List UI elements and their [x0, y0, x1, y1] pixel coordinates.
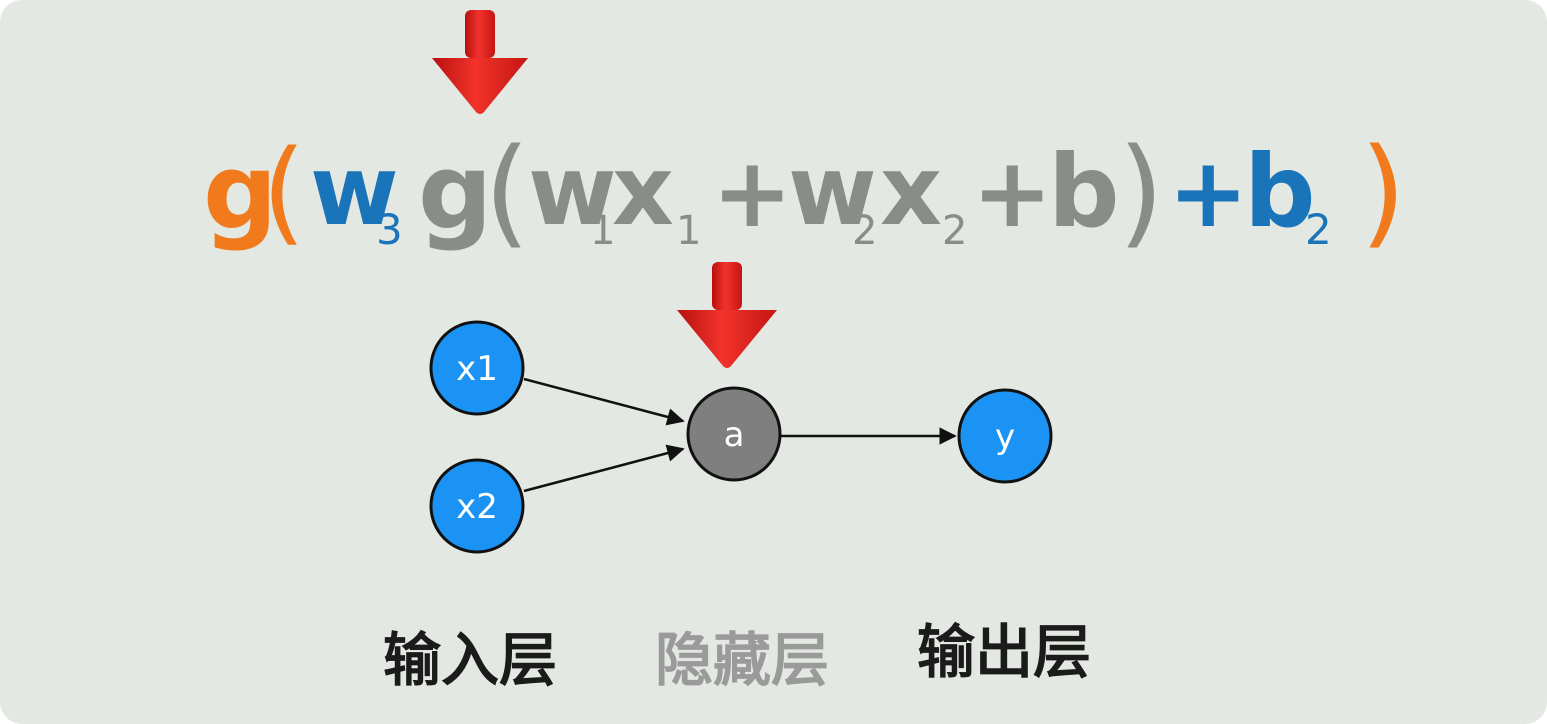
node-y-label: y [995, 417, 1015, 457]
formula-b2-sub: 2 [1305, 205, 1332, 254]
layer-label-output: 输出层 [917, 618, 1091, 686]
formula-x2-sub: 2 [942, 208, 967, 254]
edge-x2-a [523, 444, 685, 493]
formula-b2: b [1244, 133, 1316, 250]
formula-inner-close-paren: ) [1118, 122, 1164, 260]
formula-outer-open-paren: ( [262, 127, 306, 257]
formula-x1-sub: 1 [676, 208, 701, 254]
formula-x1: x [612, 135, 674, 247]
formula-plus-1: + [712, 137, 792, 249]
node-x1: x1 [429, 320, 525, 416]
formula-x2: x [880, 135, 942, 247]
node-a: a [686, 386, 782, 482]
node-a-label: a [724, 415, 745, 455]
edge-x1-a [523, 377, 685, 426]
formula-inner-open-paren: ( [484, 122, 530, 260]
formula-plus-3: + [1168, 137, 1248, 249]
formula-outer-g: g [203, 131, 277, 253]
formula-w2: w [788, 135, 877, 247]
formula-b: b [1048, 133, 1120, 250]
node-y: y [957, 388, 1053, 484]
formula-plus-2: + [972, 137, 1052, 249]
formula-w2-sub: 2 [852, 208, 877, 254]
formula-outer-close-paren: ) [1360, 122, 1406, 260]
layer-label-hidden: 隐藏层 [655, 626, 829, 694]
node-x2: x2 [429, 458, 525, 554]
formula-w3-sub: 3 [376, 205, 403, 254]
formula-w1: w [528, 135, 617, 247]
edges [523, 377, 957, 493]
formula-inner-g: g [418, 131, 492, 253]
node-x2-label: x2 [456, 487, 498, 527]
formula-w3: w [310, 135, 399, 247]
node-x1-label: x1 [456, 349, 498, 389]
red-down-arrow-icon [432, 10, 528, 114]
layer-label-input: 输入层 [383, 626, 557, 694]
formula-w1-sub: 1 [590, 208, 615, 254]
red-down-arrow-icon [677, 262, 777, 368]
formula: g ( w 3 g ( w 1 x 1 + w 2 x 2 + b ) + b … [203, 122, 1406, 260]
